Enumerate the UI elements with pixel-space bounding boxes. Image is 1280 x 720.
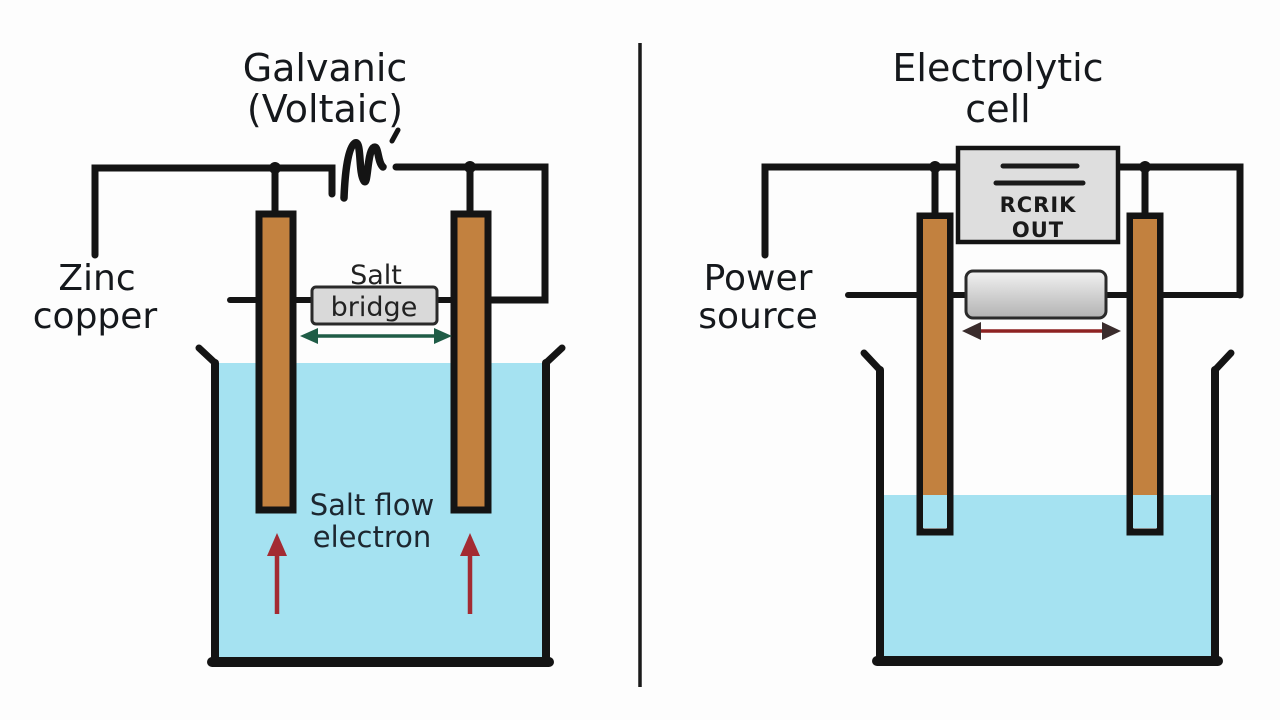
arrowhead-right-icon [1102, 322, 1121, 340]
electrolytic-beaker [860, 349, 1235, 666]
ion-flow-double-arrow [300, 328, 452, 344]
arrowhead-up-icon [267, 533, 287, 556]
beaker-spout-left [860, 349, 883, 373]
junction-dot [269, 162, 281, 174]
right-wire [1114, 163, 1244, 299]
zinc-electrode [255, 210, 297, 514]
galvanic-title-line2: (Voltaic) [247, 87, 403, 131]
battery-lines-icon [993, 163, 1086, 186]
left-wire [761, 163, 962, 259]
electron-flow-arrow-left [267, 533, 287, 614]
electrolytic-title-line1: Electrolytic [892, 46, 1103, 90]
power-box-text-line2: OUT [1012, 218, 1064, 242]
salt-bridge-cylinder [964, 269, 1108, 320]
electron-flow-label-line2: electron [313, 520, 431, 554]
beaker-spout-right [543, 344, 566, 366]
electrolytic-electrode-left [916, 212, 954, 536]
junction-dot [464, 161, 476, 173]
electron-flow-label-line1: Salt flow [310, 488, 435, 522]
copper-label: copper [33, 296, 158, 337]
copper-electrode [450, 210, 492, 514]
current-flow-double-arrow [962, 322, 1121, 340]
salt-bridge-box [310, 285, 439, 326]
arrowhead-left-icon [962, 322, 981, 340]
arrowhead-left-icon [300, 328, 318, 344]
beaker-spout-right [1212, 349, 1235, 373]
arrowhead-up-icon [460, 533, 480, 556]
galvanic-title-line1: Galvanic [243, 46, 408, 90]
zinc-label: Zinc [58, 258, 135, 299]
electron-flow-arrow-right [460, 533, 480, 614]
electrolytic-electrode-right [1126, 212, 1164, 536]
arrowhead-right-icon [434, 328, 452, 344]
power-box-text-line1: RCRIK [1000, 193, 1077, 217]
electrolytic-cell-diagram: Electrolytic cell Power source RCRIK OUT [698, 46, 1244, 666]
beaker-spout-left [195, 344, 218, 366]
electrolytic-title-line2: cell [965, 87, 1030, 131]
power-source-label-line2: source [698, 296, 818, 337]
meter-squiggle-icon [340, 127, 401, 202]
junction-dot [1139, 161, 1151, 173]
salt-bridge-label-line2: bridge [331, 292, 418, 323]
left-wire [91, 164, 336, 259]
junction-dot [929, 161, 941, 173]
power-source-label-line1: Power [704, 258, 813, 299]
electrolytic-circuit-wires [761, 163, 1244, 299]
galvanic-beaker [195, 344, 566, 667]
galvanic-cell-diagram: Galvanic (Voltaic) Zinc copper [33, 46, 566, 667]
